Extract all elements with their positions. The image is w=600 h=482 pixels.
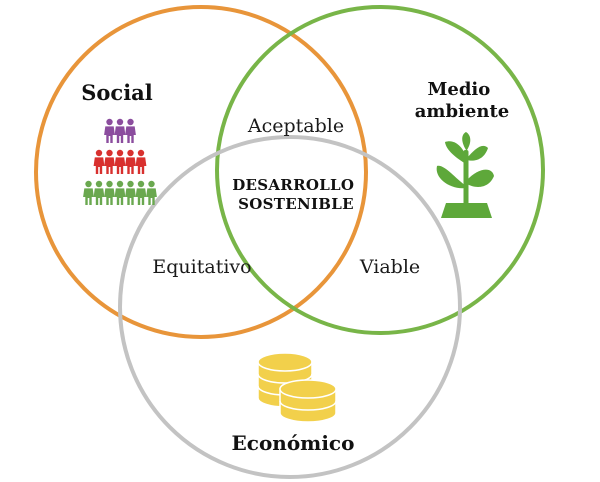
environment-circle bbox=[215, 5, 545, 335]
person-figure bbox=[125, 118, 136, 143]
economic-label: Económico bbox=[232, 431, 355, 455]
acceptable-label: Aceptable bbox=[247, 115, 344, 137]
environment-label-line2: ambiente bbox=[415, 101, 509, 122]
sustainable-development-label: DESARROLLO SOSTENIBLE bbox=[232, 176, 360, 213]
economic-circle bbox=[118, 135, 462, 479]
person-figure bbox=[114, 180, 126, 205]
person-figure bbox=[135, 180, 147, 205]
environment-label: Medio ambiente bbox=[415, 79, 509, 122]
environment-label-line1: Medio bbox=[427, 79, 490, 100]
person-figure bbox=[114, 118, 126, 143]
person-figure bbox=[104, 149, 115, 174]
plant-icon bbox=[436, 132, 494, 218]
person-figure bbox=[125, 149, 136, 174]
person-figure bbox=[83, 180, 94, 205]
viable-label: Viable bbox=[359, 256, 420, 278]
person-figure bbox=[104, 118, 115, 143]
social-label: Social bbox=[81, 80, 153, 105]
social-circle bbox=[34, 5, 368, 339]
person-figure bbox=[104, 180, 115, 205]
equitable-label: Equitativo bbox=[152, 256, 251, 278]
center-label-line1: DESARROLLO bbox=[232, 176, 354, 194]
coins-icon bbox=[257, 352, 337, 423]
person-figure bbox=[135, 149, 147, 174]
people-pyramid-icon bbox=[83, 118, 157, 205]
person-figure bbox=[114, 149, 126, 174]
center-label-line2: SOSTENIBLE bbox=[238, 195, 354, 213]
person-figure bbox=[125, 180, 136, 205]
person-figure bbox=[93, 180, 105, 205]
person-figure bbox=[93, 149, 105, 174]
